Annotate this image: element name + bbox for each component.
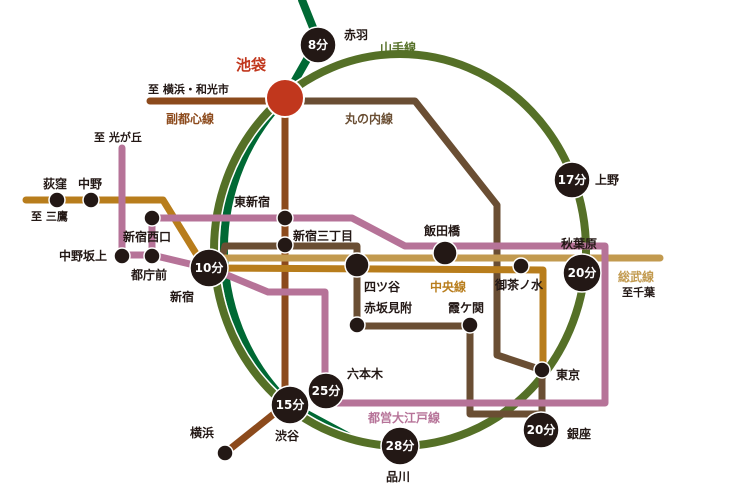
time-shibuya: 15分: [276, 397, 305, 412]
direction-mitaka: 至 三鷹: [31, 209, 68, 223]
station-shinjuku-nishiguchi[interactable]: [143, 209, 161, 227]
label-shibuya: 渋谷: [275, 428, 300, 443]
station-shinjuku[interactable]: 10分: [189, 248, 229, 288]
time-ginza: 20分: [527, 422, 556, 437]
station-yokohama[interactable]: [216, 444, 234, 462]
station-shinjuku-sanchome[interactable]: [276, 236, 294, 254]
station-akasaka-mitsuke[interactable]: [348, 316, 366, 334]
label-roppongi: 六本木: [347, 366, 384, 381]
time-akabane: 8分: [308, 37, 328, 52]
station-higashi-shinjuku[interactable]: [276, 209, 294, 227]
label-iidabashi: 飯田橋: [423, 223, 461, 238]
label-akabane: 赤羽: [344, 27, 368, 42]
station-ikebukuro[interactable]: [265, 78, 305, 118]
station-akabane[interactable]: 8分: [299, 26, 337, 64]
label-kasumigaseki: 霞ケ関: [448, 301, 484, 315]
label-shinjuku-sanchome: 新宿三丁目: [293, 228, 353, 243]
line-label-fukutoshin: 副都心線: [166, 111, 214, 126]
label-nakano-sakaue: 中野坂上: [59, 248, 107, 263]
label-yokohama: 横浜: [190, 425, 214, 440]
label-ogikubo: 荻窪: [43, 176, 67, 191]
time-roppongi: 25分: [312, 383, 341, 398]
station-yotsuya[interactable]: [344, 252, 370, 278]
station-nakano-sakaue[interactable]: [113, 247, 131, 265]
line-label-oedo: 都営大江戸線: [367, 410, 440, 425]
station-ogikubo[interactable]: [48, 191, 66, 209]
line-label-yamanote: 山手線: [380, 40, 416, 55]
station-tochomae[interactable]: [143, 247, 161, 265]
label-ueno: 上野: [595, 172, 619, 187]
station-iidabashi[interactable]: [432, 240, 458, 266]
label-tokyo: 東京: [556, 367, 580, 382]
time-shinagawa: 28分: [386, 438, 415, 453]
station-shinagawa[interactable]: 28分: [380, 426, 420, 466]
label-ginza: 銀座: [566, 426, 591, 441]
label-shinagawa: 品川: [386, 470, 410, 484]
station-roppongi[interactable]: 25分: [307, 372, 345, 410]
label-shinjuku: 新宿: [170, 289, 194, 304]
label-tochomae: 都庁前: [130, 267, 167, 282]
line-label-sobu: 総武線: [618, 269, 654, 284]
direction-hikarigaoka: 至 光が丘: [94, 130, 142, 144]
label-akihabara: 秋葉原: [561, 236, 597, 251]
station-ochanomizu[interactable]: [512, 257, 530, 275]
label-shinjuku-nishiguchi: 新宿西口: [123, 229, 171, 244]
station-nakano[interactable]: [82, 191, 100, 209]
line-label-marunouchi: 丸の内線: [344, 111, 393, 126]
station-akihabara[interactable]: 20分: [562, 253, 602, 293]
station-shibuya[interactable]: 15分: [270, 385, 310, 425]
yamanote-line-loop: [210, 50, 590, 450]
time-akihabara: 20分: [568, 265, 597, 280]
time-ueno: 17分: [558, 172, 587, 187]
label-akasaka-mitsuke: 赤坂見附: [364, 300, 412, 315]
station-ginza[interactable]: 20分: [522, 411, 560, 449]
label-ochanomizu: 御茶ノ水: [494, 277, 544, 292]
time-shinjuku: 10分: [195, 260, 224, 275]
hub-label-ikebukuro: 池袋: [236, 56, 267, 74]
station-ueno[interactable]: 17分: [553, 161, 591, 199]
direction-chiba: 至千葉: [622, 285, 656, 299]
station-tokyo[interactable]: [533, 361, 551, 379]
label-higashi-shinjuku: 東新宿: [234, 194, 270, 209]
label-yotsuya: 四ツ谷: [364, 279, 401, 294]
station-kasumigaseki[interactable]: [461, 316, 479, 334]
line-label-chuo: 中央線: [430, 279, 466, 294]
direction-yokohama-wako: 至 横浜・和光市: [148, 82, 229, 96]
label-nakano: 中野: [78, 176, 102, 191]
